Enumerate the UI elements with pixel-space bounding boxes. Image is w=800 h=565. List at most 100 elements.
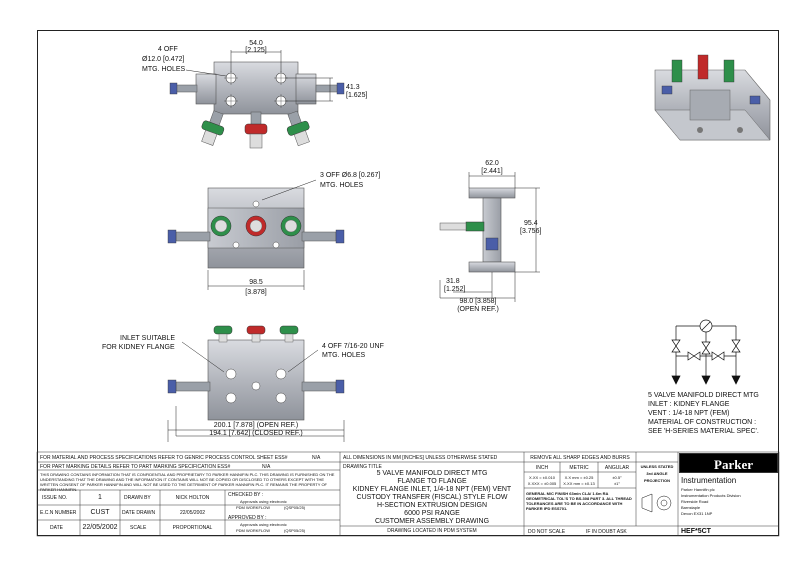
side-dim-top: 62.0 xyxy=(485,160,499,167)
top-holes-note-1: 4 OFF xyxy=(158,46,178,53)
inlet-note-2: FOR KIDNEY FLANGE xyxy=(102,344,175,351)
bottom-dim-closed: 194.1 [7.642] (CLOSED REF.) xyxy=(209,430,303,437)
isometric-view xyxy=(654,54,771,141)
unf-note-2: MTG. HOLES xyxy=(322,352,366,359)
issue-no: 1 xyxy=(98,494,102,501)
issue-no-label: ISSUE NO. xyxy=(42,495,68,501)
do-not-scale: DO NOT SCALE xyxy=(528,529,566,535)
spec-note-3: VENT : 1/4-18 NPT (FEM) xyxy=(648,410,730,417)
bottom-dim-open: 200.1 [7.878] (OPEN REF.) xyxy=(213,422,299,429)
date: 22/05/2002 xyxy=(82,524,118,531)
date-drawn-label: DATE DRAWN xyxy=(122,510,156,516)
drawn-by-label: DRAWN BY xyxy=(124,495,151,501)
projection-3: PROJECTION xyxy=(643,478,670,483)
approved-sub-1: Approvals using electronic xyxy=(240,522,287,527)
front-dim-width-in: [3.878] xyxy=(245,289,267,296)
checked-sub-2: PDM WORKFLOW xyxy=(236,505,270,510)
top-dim-height-in: [1.625] xyxy=(346,92,368,99)
front-holes-note-1: 3 OFF Ø6.8 [0.267] xyxy=(320,172,381,179)
drawn-by: NICK HOLTON xyxy=(175,495,210,501)
approved-by: APPROVED BY : xyxy=(228,515,267,521)
tol-inch-1: X.XX = ±0.010 xyxy=(529,475,555,480)
ecn-label: E.C.N NUMBER xyxy=(40,510,77,516)
scale-label: SCALE xyxy=(130,525,147,531)
side-dim-height-in: [3.756] xyxy=(520,228,542,235)
scale: PROPORTIONAL xyxy=(172,525,213,531)
marking-note: FOR PART MARKING DETAILS REFER TO PART M… xyxy=(40,464,231,470)
spec-note-1: 5 VALVE MANIFOLD DIRECT MTG xyxy=(648,392,759,399)
tol-metric: METRIC xyxy=(569,465,589,471)
division: Instrumentation xyxy=(681,476,737,485)
tol-angular-2: ±1° xyxy=(613,481,621,486)
top-dim-width-in: [2.125] xyxy=(245,47,267,54)
title-line-2: FLANGE TO FLANGE xyxy=(397,478,467,485)
top-holes-note-3: MTG. HOLES xyxy=(142,66,186,73)
part-number: HEF*5CT xyxy=(681,528,711,535)
address-3: Riverside Road xyxy=(681,499,709,504)
title-line-5: H-SECTION EXTRUSION DESIGN xyxy=(376,502,488,509)
projection-1: UNLESS STATED xyxy=(640,464,674,469)
spec-note-2: INLET : KIDNEY FLANGE xyxy=(648,401,730,408)
dims-note: ALL DIMENSIONS IN MM [INCHES] UNLESS OTH… xyxy=(343,455,498,461)
side-dim-height: 95.4 xyxy=(524,220,538,227)
approved-sub-2: PDM WORKFLOW xyxy=(236,528,270,533)
date-drawn: 22/05/2002 xyxy=(179,510,206,516)
confidential-note: THIS DRAWING CONTAINS INFORMATION THAT I… xyxy=(40,472,335,492)
title-line-7: CUSTOMER ASSEMBLY DRAWING xyxy=(374,518,490,525)
inlet-note-1: INLET SUITABLE xyxy=(120,335,175,342)
tol-angular: ANGULAR xyxy=(604,465,630,471)
burrs-note: REMOVE ALL SHARP EDGES AND BURRS xyxy=(530,455,630,461)
brand-text: Parker xyxy=(714,457,753,472)
tol-metric-2: X.XX mm = ±0.13 xyxy=(563,481,595,486)
finish-note: GENERAL M/C FINISH 63min CLA/ 1.6m RA GE… xyxy=(526,491,632,511)
address-4: Barnstaple xyxy=(681,505,701,510)
marking-val: N/A xyxy=(262,464,271,470)
tol-inch-2: X.XXX = ±0.005 xyxy=(527,481,557,486)
title-line-6: 6000 PSI RANGE xyxy=(404,510,460,517)
tol-metric-1: X.X mm = ±0.25 xyxy=(564,475,594,480)
checked-sub-1: Approvals using electronic xyxy=(240,499,287,504)
drawing-frame xyxy=(37,30,779,536)
title-line-3: KIDNEY FLANGE INLET, 1/4-18 NPT (FEM) VE… xyxy=(352,486,512,493)
side-dim-top-in: [2.441] xyxy=(481,168,503,175)
top-view xyxy=(169,50,345,149)
if-in-doubt: IF IN DOUBT ASK xyxy=(586,529,627,535)
side-view xyxy=(439,172,540,302)
projection-2: 3rd ANGLE xyxy=(646,471,668,476)
valve-schematic xyxy=(671,319,741,385)
title-line-1: 5 VALVE MANIFOLD DIRECT MTG xyxy=(376,470,488,477)
material-note: FOR MATERIAL AND PROCESS SPECIFICATIONS … xyxy=(40,455,288,461)
unf-note-1: 4 OFF 7/16-20 UNF xyxy=(322,343,384,350)
side-dim-open-note: (OPEN REF.) xyxy=(457,306,499,313)
spec-note-4: MATERIAL OF CONSTRUCTION : xyxy=(648,419,757,426)
side-dim-offset-in: [1.252] xyxy=(444,286,466,293)
title-line-4: CUSTODY TRANSFER (FISCAL) STYLE FLOW xyxy=(356,494,508,501)
drawing-title-label: DRAWING TITLE xyxy=(343,464,382,470)
top-holes-note-2: Ø12.0 [0.472] xyxy=(142,56,185,63)
date-label: DATE xyxy=(50,525,63,531)
front-view xyxy=(167,179,345,290)
bottom-view xyxy=(167,325,345,442)
tol-angular-1: ±0.5° xyxy=(612,475,622,480)
pdm-note: DRAWING LOCATED IN PDM SYSTEM xyxy=(387,528,477,534)
front-dim-width: 98.5 xyxy=(249,279,263,286)
tol-inch: INCH xyxy=(535,465,549,471)
material-val: N/A xyxy=(312,455,321,461)
top-dim-width: 54.0 xyxy=(249,40,263,47)
parker-logo: Parker xyxy=(679,453,778,473)
front-holes-note-2: MTG. HOLES xyxy=(320,182,364,189)
address-5: Devon EX31 1NP xyxy=(681,511,713,516)
side-dim-offset: 31.8 xyxy=(446,278,460,285)
checked-sub-3: (QSP05/25) xyxy=(284,505,306,510)
side-dim-open: 98.0 [3.858] xyxy=(459,298,497,305)
title-block-grid xyxy=(36,451,780,537)
checked-by: CHECKED BY : xyxy=(228,492,264,498)
address-1: Parker Hannifin plc xyxy=(681,487,715,492)
approved-sub-3: (QSP05/25) xyxy=(284,528,306,533)
ecn: CUST xyxy=(90,509,110,516)
spec-note-5: SEE 'H-SERIES MATERIAL SPEC'. xyxy=(648,428,759,435)
address-2: Instrumentation Products Division xyxy=(681,493,741,498)
third-angle-projection-icon xyxy=(641,493,672,513)
top-dim-height: 41.3 xyxy=(346,84,360,91)
